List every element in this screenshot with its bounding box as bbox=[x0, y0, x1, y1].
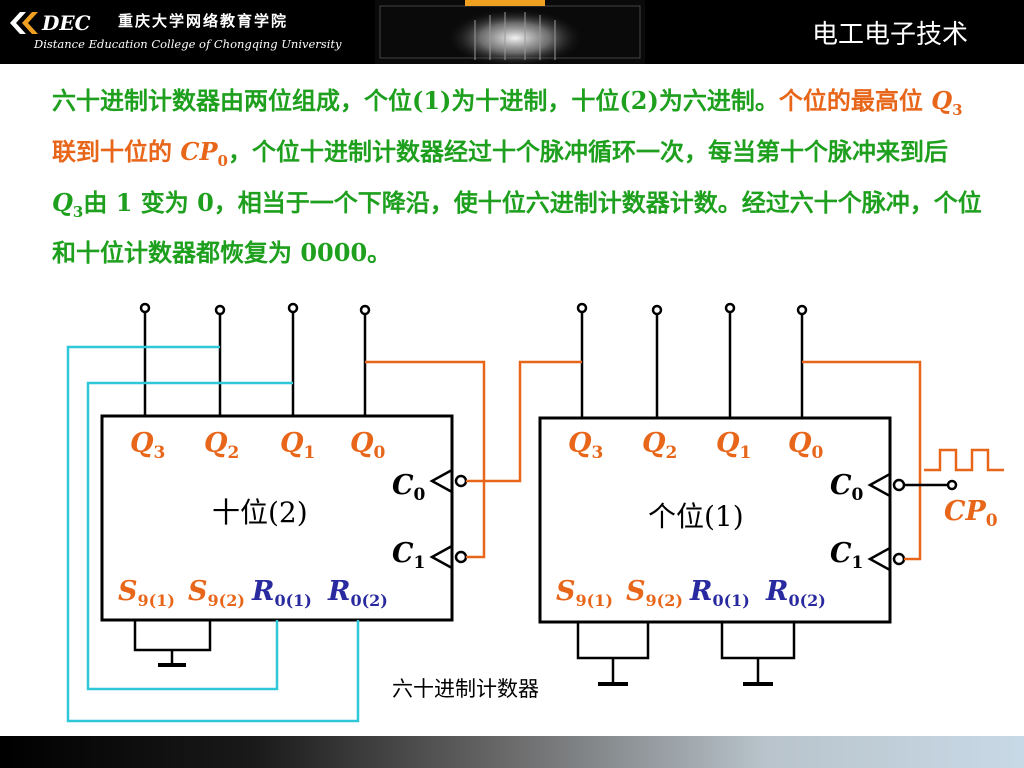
org-subtitle: Distance Education College of Chongqing … bbox=[34, 37, 342, 51]
highlight-q-sub: 3 bbox=[952, 100, 963, 119]
right-r01-label: R0(1) bbox=[689, 576, 750, 610]
left-c1-label: C1 bbox=[392, 538, 425, 573]
diagram-caption: 六十进制计数器 bbox=[392, 677, 539, 701]
highlight-q: Q bbox=[931, 86, 953, 115]
cp0-label: CP0 bbox=[944, 496, 998, 531]
logo-text: DEC bbox=[41, 11, 91, 35]
highlight-cp-sub: 0 bbox=[217, 151, 228, 170]
header-decoration bbox=[375, 0, 645, 64]
left-q3-label: Q3 bbox=[130, 428, 165, 463]
counter-circuit-diagram: Q3 Q2 Q1 Q0 C0 C1 十位(2) S9(1) S9(2) R0(1… bbox=[66, 302, 1004, 723]
highlight-a: 个位的最高位 bbox=[778, 86, 932, 115]
left-counter-box bbox=[100, 414, 454, 622]
dec-logo-icon: DEC bbox=[10, 11, 91, 35]
left-counter: Q3 Q2 Q1 Q0 C0 C1 十位(2) S9(1) S9(2) R0(1… bbox=[100, 302, 468, 667]
left-s91-label: S9(1) bbox=[118, 576, 175, 610]
right-counter-box bbox=[538, 416, 892, 624]
left-c0-label: C0 bbox=[392, 470, 426, 505]
feedback-wires bbox=[66, 345, 360, 723]
text-part3-q-sub: 3 bbox=[72, 202, 84, 221]
text-part1: 六十进制计数器由两位组成，个位(1)为十进制，十位(2)为六进制。 bbox=[52, 86, 779, 115]
cp0-input: CP0 bbox=[904, 448, 1004, 531]
right-r02-label: R0(2) bbox=[765, 576, 826, 610]
highlight-b: 联到十位的 bbox=[52, 136, 181, 166]
text-part3b: 由 1 变为 0，相当于一个下降沿，使十位六进制计数器计数。经过六十个脉冲，个位… bbox=[52, 187, 982, 268]
slide-footer bbox=[0, 736, 1024, 768]
description-paragraph: 六十进制计数器由两位组成，个位(1)为十进制，十位(2)为六进制。个位的最高位 … bbox=[52, 80, 987, 273]
right-s92-label: S9(2) bbox=[626, 576, 683, 610]
right-q1-label: Q1 bbox=[716, 428, 751, 463]
right-q2-label: Q2 bbox=[642, 428, 677, 463]
org-name: 重庆大学网络教育学院 bbox=[118, 12, 289, 30]
text-part3a: ，个位十进制计数器经过十个脉冲循环一次，每当第十个脉冲来到后 bbox=[227, 136, 948, 166]
left-q0-label: Q0 bbox=[350, 428, 386, 463]
highlight-cp: CP bbox=[180, 136, 218, 166]
right-q3-label: Q3 bbox=[568, 428, 603, 463]
right-s91-label: S9(1) bbox=[556, 576, 613, 610]
left-r02-label: R0(2) bbox=[327, 576, 388, 610]
left-q2-label: Q2 bbox=[204, 428, 239, 463]
left-q1-label: Q1 bbox=[280, 428, 315, 463]
right-counter: Q3 Q2 Q1 Q0 C0 C1 个位(1) S9(1) S9(2) R0(1… bbox=[538, 302, 906, 686]
left-counter-label: 十位(2) bbox=[212, 496, 308, 529]
clock-wires bbox=[365, 360, 922, 561]
pulse-waveform-icon bbox=[924, 448, 1004, 472]
left-s92-label: S9(2) bbox=[188, 576, 245, 610]
text-highlight: 个位的最高位 Q3 联到十位的 CP0 bbox=[52, 86, 963, 170]
right-counter-label: 个位(1) bbox=[648, 500, 744, 533]
right-c1-label: C1 bbox=[830, 538, 863, 573]
right-q0-label: Q0 bbox=[788, 428, 824, 463]
slide-header: DEC 重庆大学网络教育学院 Distance Education Colleg… bbox=[0, 0, 1024, 64]
left-r01-label: R0(1) bbox=[251, 576, 312, 610]
slide-title: 电工电子技术 bbox=[811, 20, 968, 50]
text-part3-q: Q bbox=[52, 187, 73, 217]
right-c0-label: C0 bbox=[830, 470, 864, 505]
